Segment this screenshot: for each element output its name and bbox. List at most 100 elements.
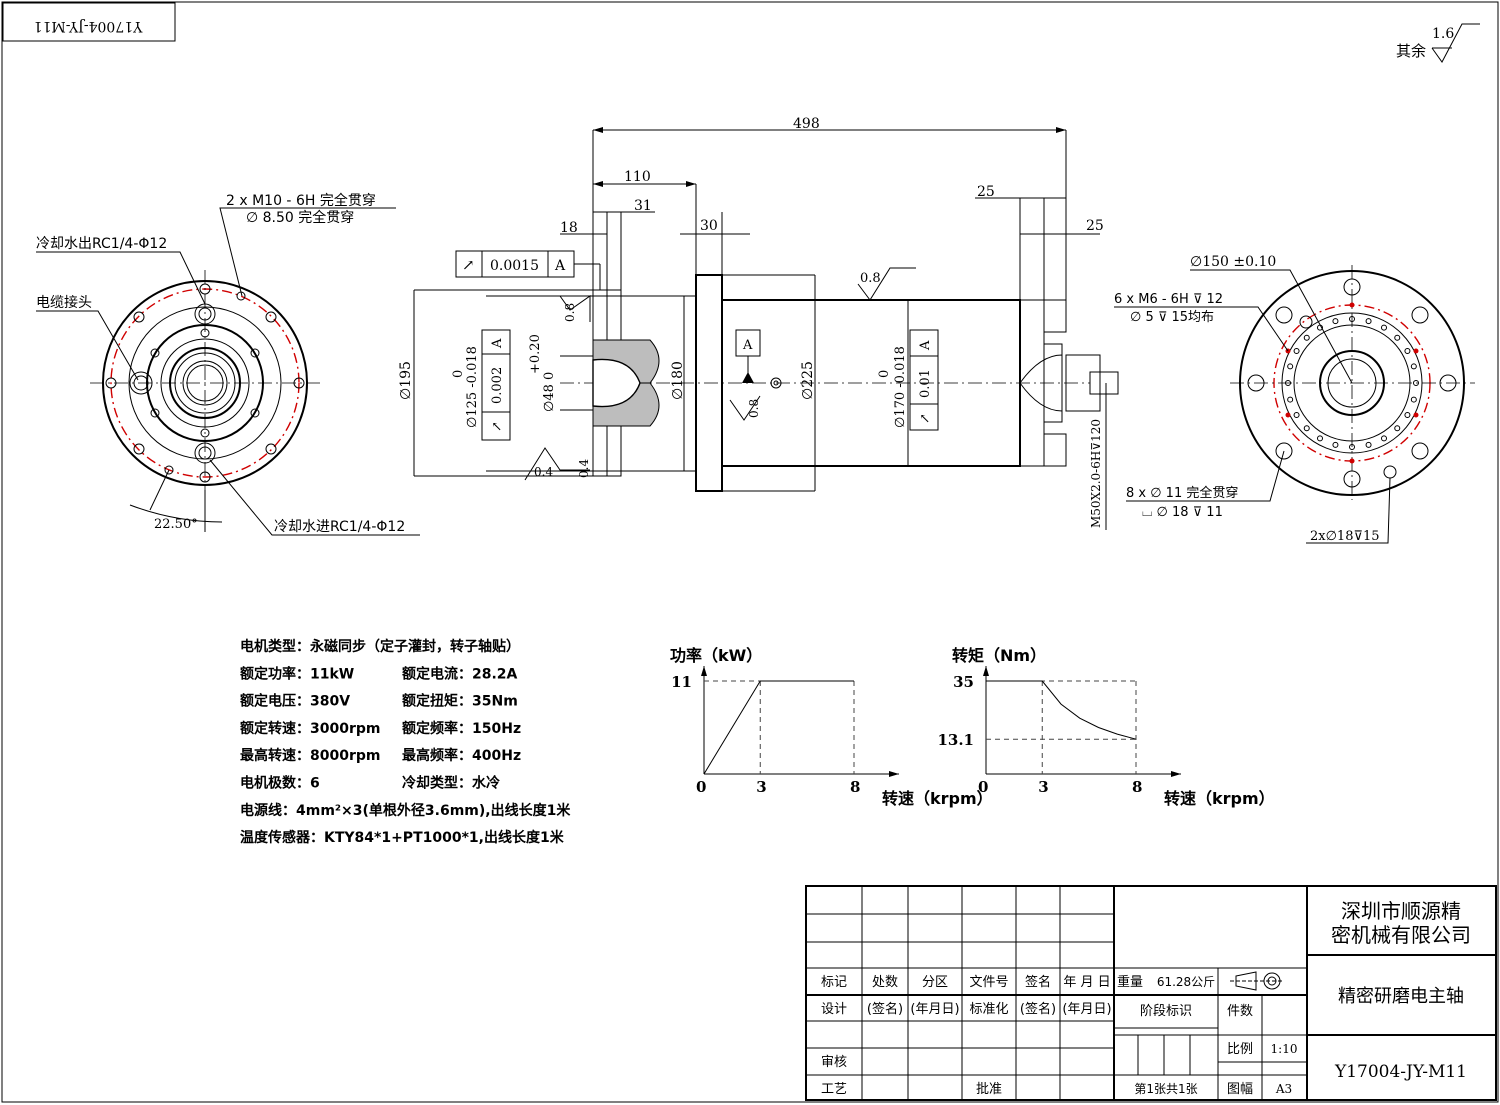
- series-line: [986, 680, 1137, 740]
- ring-hole: [1349, 444, 1355, 450]
- ring-hole: [1349, 316, 1355, 322]
- dia-170-upper: 0: [877, 370, 892, 378]
- ring-hole: [1394, 425, 1401, 432]
- dia-48: ∅48 0: [542, 372, 557, 412]
- y-axis-label: 功率（kW）: [670, 646, 762, 665]
- dia-125-upper: 0: [451, 370, 466, 378]
- x-axis-arrow: [889, 771, 899, 777]
- ring-hole: [1365, 318, 1372, 325]
- tol-125-value: 0.002: [490, 367, 505, 404]
- angle-label: 22.50°: [154, 517, 198, 532]
- y-tick-label: 13.1: [937, 731, 974, 749]
- ring-hole: [1404, 348, 1411, 354]
- right-m6-1: 6 x M6 - 6H ⊽ 12: [1114, 292, 1223, 307]
- side-view: A 498 110 31 18 30 25 25 0.8: [398, 116, 1119, 530]
- x-axis-label: 转速（krpm）: [1164, 789, 1275, 808]
- right-h11-1: 8 x ∅ 11 完全贯穿: [1126, 485, 1238, 501]
- review-label: 审核: [821, 1055, 847, 1070]
- x-tick-label: 0: [696, 778, 706, 796]
- ring-hole: [1293, 412, 1300, 418]
- ring-hole: [1287, 363, 1294, 370]
- ring-hole: [1394, 334, 1401, 341]
- company-line-2: 密机械有限公司: [1331, 923, 1471, 947]
- hole-note-1: 2 x M10 - 6H 完全贯穿: [226, 192, 376, 209]
- weight-label: 重量: [1117, 974, 1143, 990]
- dim-25-bottom: 25: [1086, 218, 1104, 234]
- y-tick-label: 11: [671, 673, 692, 691]
- cable-label: 电缆接头: [36, 294, 92, 311]
- ring-hole: [1413, 380, 1419, 386]
- ring-hole: [1410, 396, 1417, 403]
- surface-finish-note: 其余 1.6: [1396, 23, 1480, 63]
- row-header-cell: 处数: [872, 975, 898, 990]
- ring-hole: [1303, 334, 1310, 341]
- company-name: 深圳市顺源精密机械有限公司: [1331, 899, 1471, 947]
- tol-170-datum: A: [918, 340, 933, 351]
- x-tick-label: 8: [850, 778, 860, 796]
- dia-195: ∅195: [398, 361, 414, 400]
- drawing-number: Y17004-JY-M11: [1334, 1062, 1467, 1082]
- tol-170-symbol: ↗: [918, 413, 933, 424]
- y-axis-arrow: [701, 666, 707, 676]
- ring-hole: [1303, 425, 1310, 432]
- dim-30: 30: [700, 218, 718, 234]
- dim-25-top: 25: [977, 184, 995, 200]
- tol-125-datum: A: [490, 338, 505, 349]
- right-h11-2: ⌴ ∅ 18 ⊽ 11: [1142, 505, 1223, 520]
- x-tick-label: 3: [756, 778, 766, 796]
- tol-125-symbol: ↗: [490, 421, 505, 432]
- date-label-2: (年月日): [1062, 1002, 1111, 1017]
- scale-value: 1:10: [1271, 1042, 1298, 1056]
- spec-label: 温度传感器：KTY84*1+PT1000*1,出线长度1米: [240, 829, 565, 846]
- y-axis-label: 转矩（Nm）: [952, 646, 1046, 665]
- cooling-in-label: 冷却水进RC1/4-Φ12: [274, 519, 405, 535]
- spec-label: 最高转速：8000rpm: [240, 747, 380, 764]
- left-end-view: 2 x M10 - 6H 完全贯穿 ∅ 8.50 完全贯穿 冷却水出RC1/4-…: [36, 192, 420, 536]
- ring-hole: [1293, 348, 1300, 354]
- title-block: 深圳市顺源精密机械有限公司 精密研磨电主轴 Y17004-JY-M11 标记 处数…: [805, 885, 1497, 1101]
- row-header-cell: 文件号: [969, 975, 1008, 990]
- dia-180: ∅180: [670, 361, 686, 400]
- surface-finish-value: 1.6: [1432, 26, 1454, 42]
- dia-48-upper: +0.20: [528, 334, 543, 374]
- x-tick-label: 8: [1132, 778, 1142, 796]
- cooling-out-label: 冷却水出RC1/4-Φ12: [36, 236, 167, 252]
- ring-hole: [1410, 363, 1417, 370]
- spec-label: 额定转速：3000rpm: [240, 720, 380, 737]
- row-header-cell: 年 月 日: [1063, 975, 1110, 990]
- dim-110: 110: [624, 169, 651, 185]
- dim-498: 498: [793, 116, 820, 132]
- std-label: 标准化: [969, 1002, 1008, 1017]
- x-tick-label: 3: [1038, 778, 1048, 796]
- format-label: 图幅: [1227, 1082, 1253, 1097]
- approve-label: 批准: [976, 1082, 1002, 1097]
- design-label: 设计: [821, 1002, 847, 1017]
- surface-finish-label: 其余: [1396, 42, 1426, 60]
- part-name: 精密研磨电主轴: [1338, 986, 1464, 1007]
- y-axis-arrow: [983, 666, 989, 676]
- ring-hole: [1317, 435, 1323, 442]
- ring-hole: [1365, 441, 1372, 448]
- spec-value: 额定电流：28.2A: [402, 665, 518, 682]
- spec-label: 电机极数：6: [240, 775, 320, 792]
- row-header: 标记处数分区文件号签名年 月 日: [821, 974, 1111, 990]
- row-header-cell: 分区: [922, 975, 948, 990]
- ring-hole: [1285, 380, 1291, 386]
- row-header-cell: 标记: [821, 975, 847, 990]
- mirrored-drawing-number: Y17004-JY-M11: [34, 18, 144, 34]
- spec-label: 电机类型：永磁同步（定子灌封，转子轴贴）: [240, 638, 520, 655]
- hole-note-2: ∅ 8.50 完全贯穿: [246, 209, 354, 226]
- weight-value: 61.28公斤: [1157, 975, 1215, 989]
- ring-hole: [1332, 441, 1339, 448]
- roughness-mid: 0.8: [860, 271, 881, 286]
- dia-125: ∅125 -0.018: [465, 346, 480, 428]
- dim-31: 31: [634, 198, 652, 214]
- ring-hole: [1404, 412, 1411, 418]
- stage-label: 阶段标识: [1140, 1004, 1192, 1019]
- series-line: [703, 680, 854, 775]
- x-axis-label: 转速（krpm）: [882, 789, 993, 808]
- roughness-mid-vert: 0.8: [747, 399, 761, 418]
